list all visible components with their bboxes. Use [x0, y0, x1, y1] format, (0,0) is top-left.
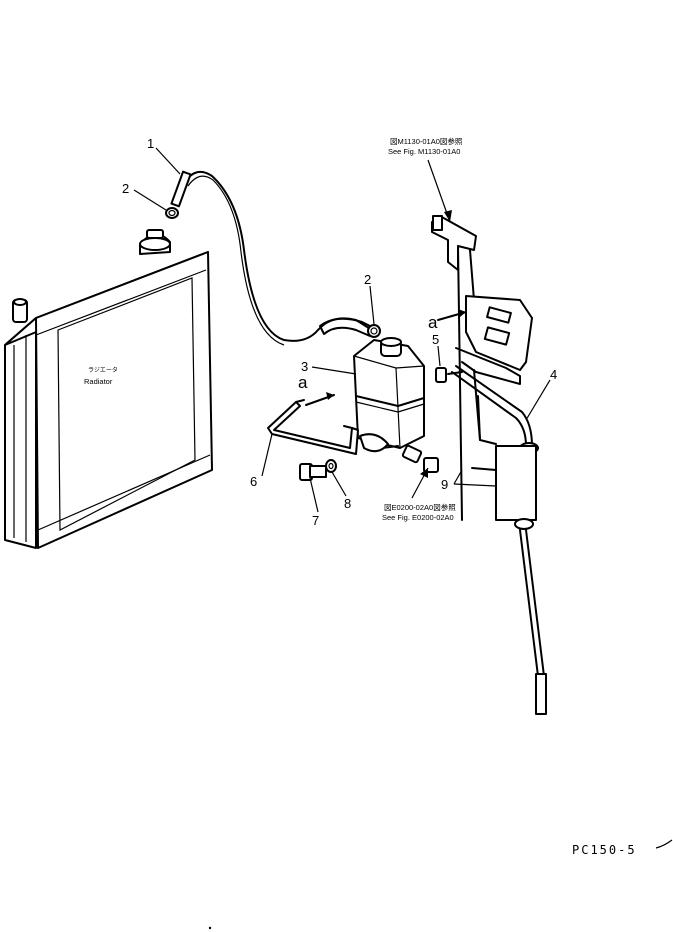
reference-upper: 図M1130-01A0図参照 See Fig. M1130-01A0 [388, 136, 463, 156]
reference-upper-jp: 図M1130-01A0図参照 [390, 136, 463, 146]
callout-4: 4 [550, 367, 557, 382]
view-mark-bracket: a [298, 373, 308, 392]
callout-8: 8 [344, 496, 351, 511]
reference-upper-en: See Fig. M1130-01A0 [388, 147, 460, 156]
reference-lower-jp: 図E0200-02A0図参照 [384, 502, 456, 512]
model-code: PC150-5 [572, 843, 637, 857]
callout-5: 5 [432, 332, 439, 347]
tube-clip [471, 445, 537, 530]
bolt [299, 463, 327, 481]
hose-clamp-lower [367, 324, 381, 338]
radiator-label-jp: ラジエータ [88, 366, 118, 374]
callout-2-top: 2 [122, 181, 129, 196]
callout-6: 6 [250, 474, 257, 489]
callout-1: 1 [147, 136, 154, 151]
mounting-frame [431, 215, 533, 521]
leader-lines [133, 147, 551, 513]
callouts: 1 2 2 3 4 5 6 7 8 9 [122, 136, 557, 528]
reference-lower: 図E0200-02A0図参照 See Fig. E0200-02A0 [382, 502, 456, 522]
view-arrow-frame: a [428, 309, 467, 332]
callout-2-mid: 2 [364, 272, 371, 287]
overflow-hose [170, 170, 375, 346]
view-arrow-bracket: a [298, 373, 335, 406]
hose-clamp-upper [165, 207, 179, 219]
view-mark-frame: a [428, 313, 438, 332]
drain-tube [519, 529, 547, 715]
callout-9: 9 [441, 477, 448, 492]
bracket [267, 399, 359, 455]
reservoir-cap [380, 337, 402, 357]
drain-fitting [359, 433, 439, 473]
reservoir-tank [353, 337, 425, 449]
callout-7: 7 [312, 513, 319, 528]
reference-lower-en: See Fig. E0200-02A0 [382, 513, 454, 522]
washer [325, 459, 337, 473]
radiator-cap [139, 229, 171, 255]
callout-3: 3 [301, 359, 308, 374]
radiator: ラジエータ Radiator [4, 229, 213, 549]
radiator-label-en: Radiator [84, 377, 113, 386]
